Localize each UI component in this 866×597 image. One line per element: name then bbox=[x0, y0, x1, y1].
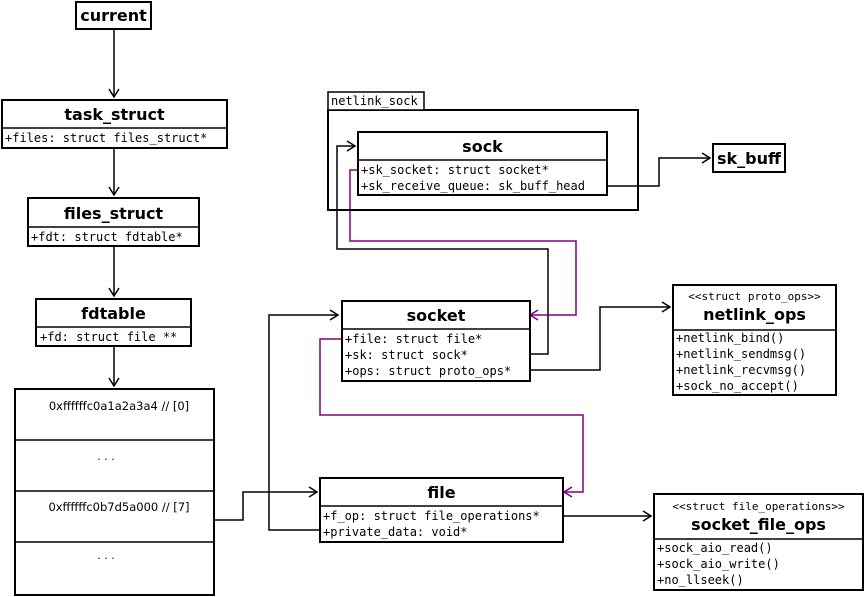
arrowhead bbox=[642, 510, 653, 522]
socket-file-ops-box: <<struct file_operations>> socket_file_o… bbox=[653, 493, 864, 591]
arrow-fd7-to-file bbox=[214, 491, 317, 521]
arrow-private-data-to-socket bbox=[268, 314, 338, 531]
socket-file-ops-title: socket_file_ops bbox=[691, 515, 826, 534]
socket-title: socket bbox=[407, 306, 466, 325]
file-field-private-data: +private_data: void* bbox=[323, 525, 468, 539]
socket-field-sk: +sk: struct sock* bbox=[345, 348, 468, 362]
task-struct-title: task_struct bbox=[64, 105, 165, 124]
socket-field-ops: +ops: struct proto_ops* bbox=[345, 364, 511, 378]
task-struct-box: task_struct +files: struct files_struct* bbox=[1, 99, 228, 149]
netlink-ops-method: +netlink_sendmsg() bbox=[676, 347, 806, 361]
sock-title: sock bbox=[462, 137, 503, 156]
backref-sk-socket-to-socket bbox=[349, 169, 577, 316]
socket-file-ops-method: +no_llseek() bbox=[657, 573, 744, 587]
arrowhead bbox=[661, 301, 672, 313]
fdtable-box: fdtable +fd: struct file ** bbox=[35, 298, 192, 347]
arrow-sk-to-sock bbox=[336, 145, 549, 355]
netlink-ops-method: +netlink_bind() bbox=[676, 331, 784, 345]
task-struct-field-files: +files: struct files_struct* bbox=[5, 131, 207, 145]
socket-box: socket +file: struct file* +sk: struct s… bbox=[341, 300, 531, 382]
fdtable-field-fd: +fd: struct file ** bbox=[40, 330, 177, 344]
file-field-f-op: +f_op: struct file_operations* bbox=[323, 509, 540, 523]
arrowhead bbox=[329, 309, 340, 321]
sk-buff-title: sk_buff bbox=[717, 149, 782, 168]
files-struct-title: files_struct bbox=[64, 204, 164, 223]
fdtable-title: fdtable bbox=[81, 304, 146, 323]
arrow-ops-to-netlink-ops bbox=[530, 306, 670, 371]
fd-array-cell-0: 0xffffffc0a1a2a3a4 // [0] bbox=[49, 399, 189, 413]
sock-box: sock +sk_socket: struct socket* +sk_rece… bbox=[357, 131, 608, 196]
current-title: current bbox=[80, 6, 147, 25]
arrowhead bbox=[308, 486, 319, 498]
connectors bbox=[108, 29, 712, 531]
arrowhead bbox=[108, 88, 120, 99]
fd-array-ellipsis: . . . bbox=[97, 549, 114, 562]
fd-array: 0xffffffc0a1a2a3a4 // [0] . . . 0xffffff… bbox=[14, 388, 215, 596]
files-struct-field-fdt: +fdt: struct fdtable* bbox=[31, 230, 183, 244]
file-title: file bbox=[427, 483, 455, 502]
netlink-ops-method: +netlink_recvmsg() bbox=[676, 363, 806, 377]
netlink-ops-title: netlink_ops bbox=[703, 305, 806, 324]
arrowhead bbox=[108, 377, 120, 388]
arrow-receive-queue-to-sk-buff bbox=[607, 157, 710, 187]
netlink-sock-label: netlink_sock bbox=[331, 94, 418, 108]
current-box: current bbox=[75, 1, 152, 30]
sock-field-sk-receive-queue: +sk_receive_queue: sk_buff_head bbox=[361, 179, 585, 193]
netlink-ops-box: <<struct proto_ops>> netlink_ops +netlin… bbox=[672, 284, 837, 396]
arrowhead bbox=[108, 287, 120, 298]
sock-field-sk-socket: +sk_socket: struct socket* bbox=[361, 163, 549, 177]
arrowhead bbox=[346, 140, 357, 152]
fd-array-cell-7: 0xffffffc0b7d5a000 // [7] bbox=[48, 500, 189, 514]
arrowhead bbox=[701, 152, 712, 164]
arrowhead bbox=[108, 186, 120, 197]
socket-field-file: +file: struct file* bbox=[345, 332, 482, 346]
netlink-ops-method: +sock_no_accept() bbox=[676, 379, 799, 393]
backref-socket-file-to-file bbox=[319, 338, 584, 493]
sk-buff-box: sk_buff bbox=[712, 143, 786, 173]
socket-file-ops-stereotype: <<struct file_operations>> bbox=[672, 500, 845, 513]
socket-file-ops-method: +sock_aio_write() bbox=[657, 557, 780, 571]
socket-file-ops-method: +sock_aio_read() bbox=[657, 541, 773, 555]
netlink-ops-stereotype: <<struct proto_ops>> bbox=[688, 290, 821, 303]
netlink-sock-package: netlink_sock bbox=[327, 91, 639, 211]
fd-array-ellipsis: . . . bbox=[97, 450, 114, 463]
files-struct-box: files_struct +fdt: struct fdtable* bbox=[27, 197, 200, 247]
file-box: file +f_op: struct file_operations* +pri… bbox=[319, 477, 564, 543]
